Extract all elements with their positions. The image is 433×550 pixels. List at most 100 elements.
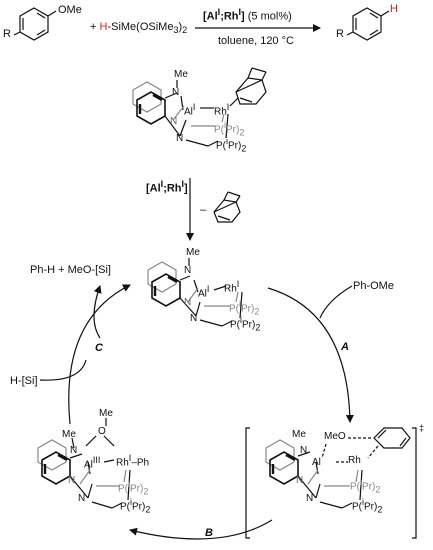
pre-n-mid: N	[170, 116, 178, 127]
pre-al-sup: I	[192, 102, 196, 112]
left-p1: P(	[118, 483, 128, 495]
left-o: O	[98, 426, 106, 437]
pre-al-text: Al	[184, 106, 193, 118]
catalyst-loading: (5 mol%)	[244, 10, 292, 23]
top-p-gray: P(iPr)2	[229, 300, 259, 316]
catalytic-cycle-arrows	[39, 284, 354, 540]
top-al: AlI	[198, 285, 209, 299]
left-n-top: N	[70, 445, 78, 456]
top-p1-i: i	[239, 299, 241, 309]
oxidative-addition-structure	[37, 418, 131, 509]
left-p2-r: Pr)	[132, 501, 146, 513]
ts-n-bot: N	[306, 493, 314, 504]
ts-p1-i: i	[360, 477, 362, 487]
catalyst-close: ]	[241, 10, 245, 23]
top-al-text: Al	[198, 288, 207, 300]
activation-label: [AlI;RhI]	[146, 180, 188, 195]
ts-rh: Rh	[348, 455, 361, 466]
activation-rh-sup: I	[181, 179, 185, 189]
pre-al: AlI	[184, 103, 195, 117]
ts-p1-r: Pr)	[362, 481, 376, 493]
pre-rh-text: Rh	[214, 106, 227, 118]
top-me: Me	[186, 247, 200, 258]
top-rh: RhI	[224, 280, 239, 294]
silane-reagent: + H-SiMe(OSiMe3)2	[90, 22, 187, 35]
step-b-label: B	[205, 527, 213, 539]
reaction-conditions: toluene, 120 °C	[218, 35, 294, 47]
ts-p2-s: 2	[377, 504, 383, 515]
activation-al: [Al	[146, 182, 161, 195]
left-n-bot: N	[78, 493, 86, 504]
pre-n-bot: N	[176, 133, 184, 144]
pre-rh-sup: I	[226, 102, 230, 112]
cycle-silane: H-[Si]	[10, 375, 38, 387]
product-benzene-ring	[346, 7, 390, 41]
top-n-bot: N	[190, 313, 198, 324]
activation-al-sup: I	[160, 179, 164, 189]
top-al-sup: I	[206, 284, 210, 294]
precatalyst-structure	[132, 67, 267, 147]
left-p-black: P(iPr)2	[120, 498, 150, 514]
pre-p-gray-text: P(	[214, 124, 224, 136]
activation-close: ]	[184, 182, 188, 195]
top-rh-sup: I	[236, 279, 240, 289]
left-p1-r: Pr)	[130, 483, 144, 495]
reagent-body: -SiMe(OSiMe	[107, 21, 174, 33]
catalyst-al-oxidation: I	[217, 7, 221, 17]
pre-rh: RhI	[214, 103, 229, 117]
pre-n-top: N	[172, 87, 180, 98]
top-p-black: P(iPr)2	[230, 316, 260, 332]
ts-al: Al	[312, 457, 321, 468]
pre-me: Me	[174, 69, 188, 80]
left-rh-text: Rh	[116, 457, 129, 469]
top-p1-r: Pr)	[241, 303, 255, 315]
catalyst-rh-oxidation: I	[238, 7, 242, 17]
catalyst-condition: [AlI;RhI] (5 mol%)	[203, 8, 292, 23]
left-me2: Me	[99, 408, 113, 419]
catalyst-al: [Al	[203, 10, 218, 23]
pre-p-black-i: i	[226, 136, 228, 146]
left-p2-i: i	[130, 497, 132, 507]
top-p1: P(	[229, 303, 239, 315]
step-a-label: A	[341, 341, 349, 353]
left-al-sup: III	[92, 455, 101, 465]
pre-p-black-rest: Pr)	[228, 140, 242, 152]
top-p2: P(	[230, 319, 240, 331]
reagent-close-paren: )	[178, 21, 183, 33]
cycle-substrate: Ph-OMe	[353, 280, 394, 292]
pre-p-gray-i: i	[224, 120, 226, 130]
left-p1-i: i	[128, 479, 130, 489]
left-rh-sup: I	[128, 453, 132, 463]
left-p2: P(	[120, 501, 130, 513]
ts-dagger: ‡	[419, 423, 425, 433]
ts-p2: P(	[352, 501, 362, 513]
left-me: Me	[62, 429, 76, 440]
ts-meo: MeO	[324, 431, 346, 442]
top-p1-s: 2	[254, 306, 260, 317]
pre-p-gray-rest: Pr)	[226, 124, 240, 136]
reagent-subscript-2: 2	[182, 25, 188, 36]
top-p2-r: Pr)	[242, 319, 256, 331]
reagent-subscript-3: 3	[173, 25, 179, 36]
left-n-mid: N	[68, 475, 76, 486]
pre-p-gray: P(iPr)2	[214, 121, 244, 137]
left-p2-s: 2	[145, 504, 151, 515]
left-p-gray: P(iPr)2	[118, 480, 148, 496]
catalyst-rh: ;Rh	[220, 10, 239, 23]
top-rh-text: Rh	[224, 283, 237, 295]
pre-p-black: P(iPr)2	[216, 137, 246, 153]
pre-p-gray-sub: 2	[239, 127, 245, 138]
activation-minus: –	[200, 204, 207, 216]
substrate-methoxy: OMe	[58, 4, 82, 16]
product-substituent-r: R	[336, 28, 344, 40]
pre-p-black-sub: 2	[241, 143, 247, 154]
substrate-benzene-ring	[13, 7, 57, 41]
left-al-text: Al	[84, 459, 93, 471]
plus-sign: +	[90, 21, 97, 33]
substituent-r: R	[3, 28, 11, 40]
top-p2-s: 2	[255, 322, 261, 333]
step-c-label: C	[95, 342, 103, 354]
released-norbornadiene	[213, 191, 241, 223]
